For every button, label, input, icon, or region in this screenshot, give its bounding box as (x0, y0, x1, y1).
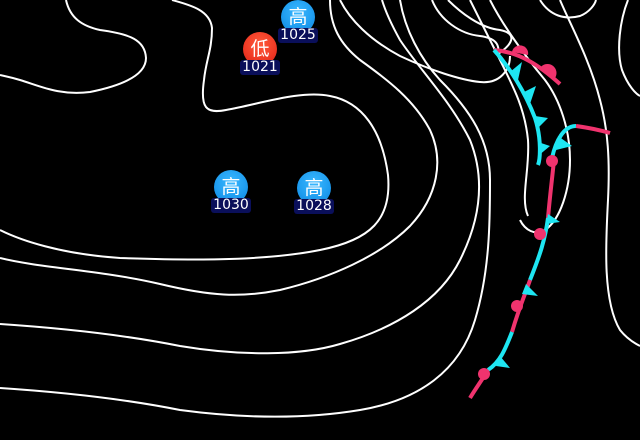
isobar (431, 0, 500, 55)
isobar (469, 0, 530, 217)
isobar (539, 0, 597, 19)
fronts (468, 45, 611, 400)
high-pressure-center: 高 1025 (274, 0, 322, 43)
isobar (618, 0, 640, 97)
isobar (489, 0, 572, 234)
isobar (339, 0, 513, 84)
stationary-front-south (468, 155, 560, 400)
low-pressure-center: 低 1021 (236, 32, 284, 75)
occluded-front-east (550, 124, 611, 159)
high-pressure-center: 高 1028 (290, 171, 338, 214)
high-pressure-center: 高 1030 (207, 170, 255, 213)
warm-front-north (493, 45, 562, 86)
pressure-value: 1021 (240, 59, 280, 75)
isobar (0, 0, 390, 261)
cold-front-north (492, 48, 550, 166)
isobar (0, 0, 439, 296)
isobar (0, 0, 492, 418)
isobar (559, 0, 640, 347)
pressure-value: 1030 (211, 197, 251, 213)
pressure-value: 1028 (294, 198, 334, 214)
isobars (0, 0, 640, 418)
isobar (0, 0, 148, 94)
pressure-value: 1025 (278, 27, 318, 43)
